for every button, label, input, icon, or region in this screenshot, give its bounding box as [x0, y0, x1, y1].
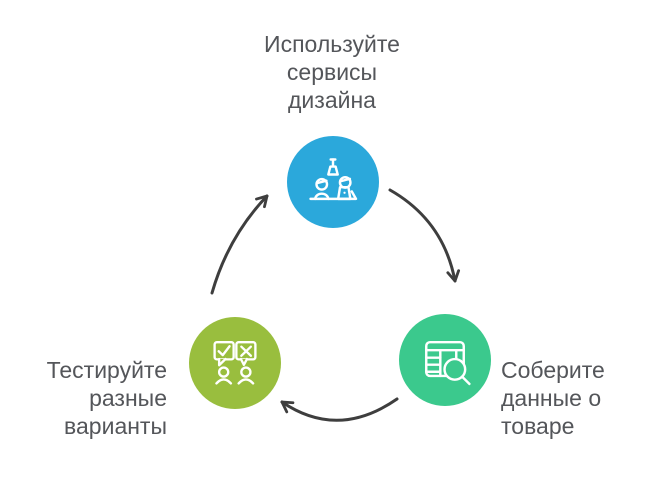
label-line: товаре: [501, 413, 575, 439]
label-line: Соберите: [501, 357, 605, 383]
label-line: сервисы: [286, 59, 378, 85]
label-line: дизайна: [288, 87, 376, 113]
curved-arrow-left-to-top-icon: [210, 194, 269, 295]
step-label-collect-product-data: Соберите данные о товаре: [501, 356, 651, 440]
node-test-variants: [189, 317, 281, 409]
label-line: Используйте: [264, 31, 400, 57]
step-label-use-design-services: Используйте сервисы дизайна: [182, 30, 482, 114]
label-line: варианты: [64, 413, 167, 439]
node-collect-product-data: [399, 314, 491, 406]
label-line: Тестируйте: [46, 357, 167, 383]
design-workspace-icon: [309, 158, 358, 201]
curved-arrow-top-to-right-icon: [388, 188, 461, 283]
table-search-icon: [425, 340, 471, 386]
curved-arrow-right-to-left-icon: [280, 397, 399, 422]
label-line: разные: [89, 385, 167, 411]
node-use-design-services: [287, 136, 379, 228]
ab-test-icon: [213, 340, 257, 385]
step-label-test-variants: Тестируйте разные варианты: [17, 356, 167, 440]
label-line: данные о: [501, 385, 602, 411]
